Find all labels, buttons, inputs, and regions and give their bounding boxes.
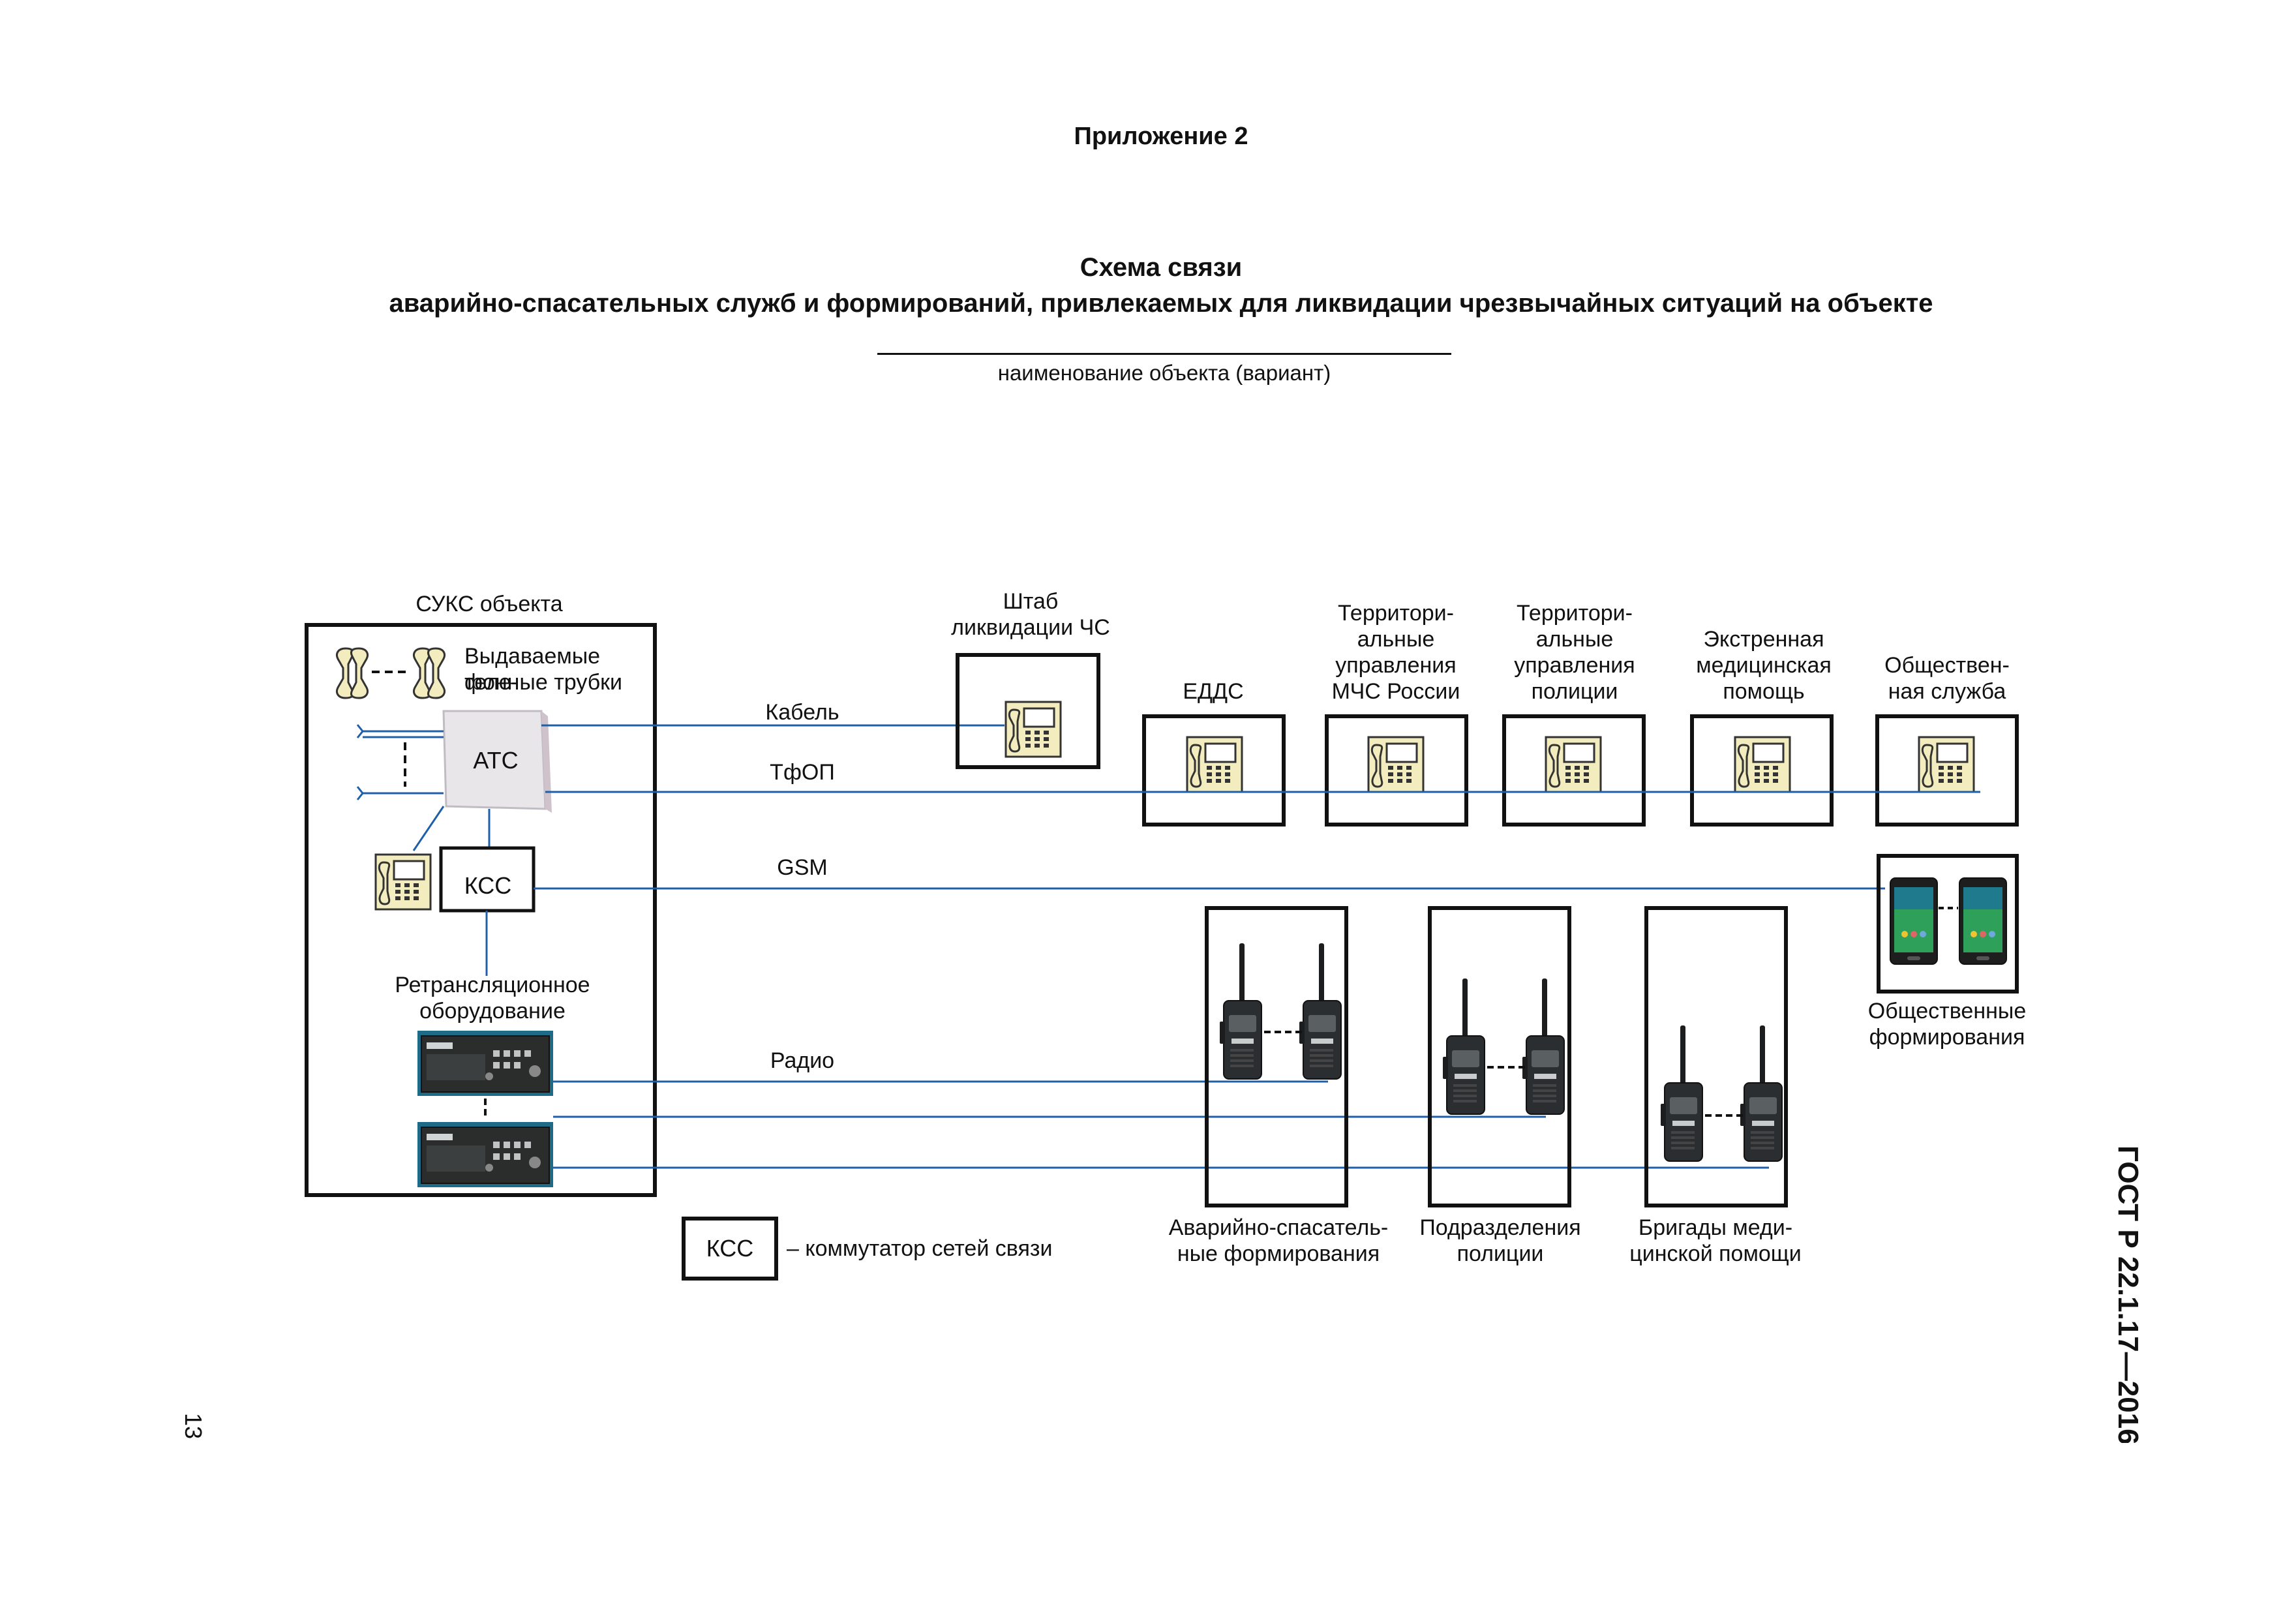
service-frame-medical [1690,714,1834,827]
desk-phone-icon [1367,736,1425,793]
link-radio-label: Радио [770,1048,835,1073]
link-pstn-label: ТфОП [770,760,835,785]
object-name-caption: наименование объекта (вариант) [997,361,1331,385]
radio-relay-icon [417,1121,554,1188]
handset-icon [336,647,369,699]
service-public-line4: ная служба [1888,679,2006,704]
service-police-line1: Территори- [1517,601,1633,626]
service-medical-line4: помощь [1723,679,1805,704]
appendix-label: Приложение 2 [1074,123,1248,150]
service-mchs-line1: Территори- [1338,601,1454,626]
police-units-frame [1428,906,1571,1207]
walkie-talkie-icon [1522,978,1565,1115]
medical-brigades-frame [1644,906,1788,1207]
police-units-label-1: Подразделения [1419,1215,1581,1240]
service-public-line3: Обществен- [1884,653,2010,678]
ats-label: АТС [473,747,519,774]
service-frame-mchs [1325,714,1468,827]
hq-frame [956,653,1100,769]
gost-designation: ГОСТ Р 22.1.17—2016 [2107,1143,2159,1445]
service-police-line3: управления [1514,653,1635,678]
smartphone-icon [1890,877,1938,965]
service-frame-public [1875,714,2019,827]
service-frame-edds [1142,714,1286,827]
walkie-talkie-icon [1660,1025,1703,1162]
service-mchs-line2: альные [1357,627,1435,652]
service-police-line2: альные [1535,627,1614,652]
object-name-line [877,353,1451,355]
service-medical-line2: Экстренная [1703,627,1824,652]
service-edds-label: ЕДДС [1183,679,1244,704]
desk-phone-icon [374,853,432,911]
public-formations-frame [1877,854,2019,994]
relay-label-1: Ретрансляционное [395,973,590,997]
walkie-talkie-icon [1219,943,1262,1080]
kss-label: КСС [464,872,512,899]
police-units-label-2: полиции [1457,1241,1544,1266]
rescue-frame [1205,906,1348,1207]
smartphone-icon [1959,877,2007,965]
desk-phone-icon [1734,736,1791,793]
kss-box [439,846,536,913]
hq-label-1: Штаб [1003,589,1059,614]
rescue-label-1: Аварийно-спасатель- [1168,1215,1389,1240]
legend-kss-box [682,1217,778,1281]
handset-icon [413,647,446,699]
desk-phone-icon [1004,701,1062,758]
hq-label-2: ликвидации ЧС [951,615,1110,640]
public-formations-line2: формирования [1869,1025,2025,1050]
desk-phone-icon [1918,736,1975,793]
link-gsm-label: GSM [777,855,828,880]
pbx-icon [442,710,552,813]
desk-phone-icon [1545,736,1602,793]
walkie-talkie-icon [1299,943,1342,1080]
legend-kss-label: КСС [706,1235,754,1262]
handsets-label-2: фонные трубки [464,670,623,695]
service-mchs-line3: управления [1335,653,1457,678]
gost-text: ГОСТ Р 22.1.17—2016 [2112,1145,2144,1443]
page-number: 13 [180,1409,213,1442]
desk-phone-icon [1186,736,1243,793]
suks-frame [305,623,657,1197]
handsets-label-1: Выдаваемые теле- [464,644,601,695]
link-cable-label: Кабель [765,700,839,725]
walkie-talkie-icon [1740,1025,1783,1162]
rescue-label-2: ные формирования [1177,1241,1380,1266]
medical-brigades-label-1: Бригады меди- [1638,1215,1793,1240]
title-line-2: аварийно-спасательных служб и формирован… [389,289,1933,318]
medical-brigades-label-2: цинской помощи [1629,1241,1802,1266]
walkie-talkie-icon [1442,978,1485,1115]
service-medical-line3: медицинская [1696,653,1832,678]
service-mchs-line4: МЧС России [1331,679,1460,704]
service-police-line4: полиции [1531,679,1618,704]
relay-label-2: оборудование [419,999,566,1024]
radio-relay-icon [417,1030,554,1097]
page-number-text: 13 [180,1413,207,1439]
title-line-1: Схема связи [1080,253,1243,282]
suks-title: СУКС объекта [415,592,563,616]
legend-kss-text: – коммутатор сетей связи [787,1236,1053,1261]
service-frame-police [1502,714,1646,827]
public-formations-line1: Общественные [1867,999,2027,1024]
